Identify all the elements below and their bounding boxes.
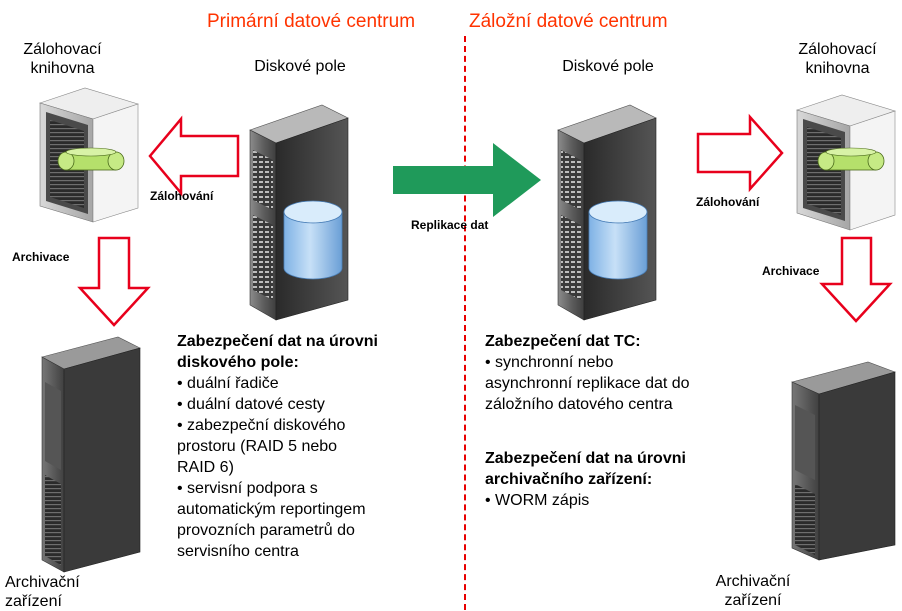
archive-security-item: • WORM zápis <box>485 492 590 509</box>
primary-datacenter-title: Primární datové centrum <box>207 11 416 32</box>
right-backup-label: Zálohování <box>696 195 760 209</box>
tc-security-item: • synchronní nebo asynchronní replikace … <box>485 354 690 413</box>
backup-datacenter-title: Záložní datové centrum <box>469 11 668 32</box>
left-archive-device-icon <box>41 336 141 573</box>
disk-security-item: • zabezpeční diskového prostoru (RAID 5 … <box>177 417 346 476</box>
replication-label: Replikace dat <box>411 218 489 232</box>
disk-security-item: • duální řadiče <box>177 375 279 392</box>
right-archive-device-icon <box>791 361 896 561</box>
left-backup-arrow <box>148 115 240 197</box>
left-archive-arrow <box>77 236 151 327</box>
left-archive-label: Archivace <box>12 250 70 264</box>
left-library-label: Zálohovací knihovna <box>23 41 102 77</box>
disk-security-heading: Zabezpečení dat na úrovni diskového pole… <box>177 333 378 371</box>
right-library-icon <box>796 94 896 231</box>
right-library-label: Zálohovací knihovna <box>798 41 877 77</box>
left-disk-array-icon <box>249 104 349 321</box>
disk-security-item: • servisní podpora s automatickým report… <box>177 480 366 560</box>
left-library-icon <box>39 87 139 223</box>
tape-cartridge-icon <box>57 147 125 171</box>
archive-security-heading: Zabezpečení dat na úrovni archivačního z… <box>485 450 686 488</box>
datacenter-divider <box>464 36 466 610</box>
disk-security-item: • duální datové cesty <box>177 396 325 413</box>
left-archive-device-label: Archivační zařízení <box>5 574 80 610</box>
left-disk-array-label: Diskové pole <box>254 58 346 75</box>
right-archive-device-label: Archivační zařízení <box>715 573 791 609</box>
replication-arrow <box>393 143 541 217</box>
right-disk-array-label: Diskové pole <box>562 58 654 75</box>
right-backup-arrow <box>696 113 784 193</box>
tc-security-block: Zabezpečení dat TC: • synchronní nebo as… <box>485 331 775 415</box>
disk-security-block: Zabezpečení dat na úrovni diskového pole… <box>177 331 447 562</box>
left-backup-label: Zálohování <box>150 189 214 203</box>
right-archive-label: Archivace <box>762 264 820 278</box>
archive-security-block: Zabezpečení dat na úrovni archivačního z… <box>485 448 775 511</box>
right-disk-array-icon <box>557 104 657 321</box>
right-archive-arrow <box>819 236 893 323</box>
tc-security-heading: Zabezpečení dat TC: <box>485 333 641 350</box>
tape-cartridge-icon <box>817 147 885 171</box>
